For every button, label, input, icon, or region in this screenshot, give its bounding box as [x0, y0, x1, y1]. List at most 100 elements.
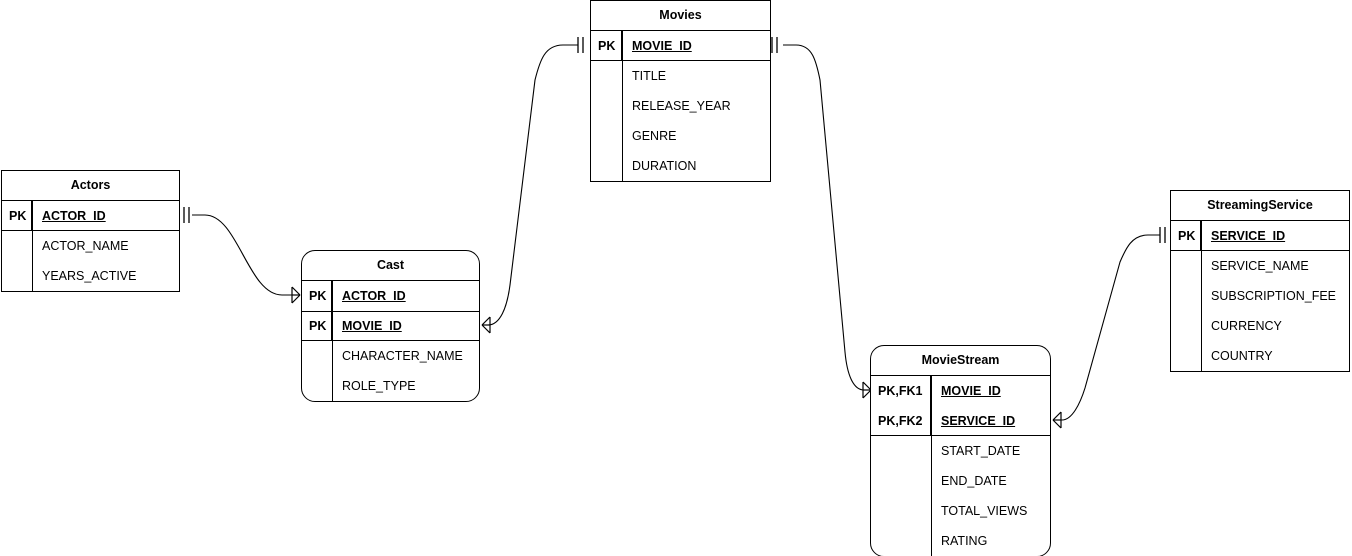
attribute-name: END_DATE [941, 474, 1007, 488]
table-row[interactable]: YEARS_ACTIVE [2, 261, 179, 291]
key-flag [1171, 281, 1201, 311]
attribute-name: SERVICE_ID [1211, 228, 1286, 243]
key-flag [591, 151, 622, 181]
key-flag: PK [1171, 221, 1201, 250]
attribute-name: ACTOR_NAME [42, 239, 129, 253]
attribute-name: GENRE [632, 129, 677, 143]
attribute-name: CHARACTER_NAME [342, 349, 463, 363]
table-row[interactable]: SUBSCRIPTION_FEE [1171, 281, 1349, 311]
key-flag [2, 231, 32, 261]
attribute-name: TOTAL_VIEWS [941, 504, 1028, 518]
column-divider [1201, 221, 1202, 371]
cardinality-many-moviestream-service [1052, 411, 1062, 429]
key-flag [1171, 311, 1201, 341]
table-row[interactable]: TOTAL_VIEWS [871, 496, 1050, 526]
key-flag: PK,FK2 [871, 406, 931, 435]
entity-rows-moviestream: PK,FK1 MOVIE_ID PK,FK2 SERVICE_ID START_… [871, 376, 1050, 556]
entity-cast[interactable]: Cast PK ACTOR_ID PK MOVIE_ID CHARACTER_N… [301, 250, 480, 402]
attribute-name: SERVICE_ID [941, 413, 1016, 428]
attribute-name: MOVIE_ID [941, 384, 1001, 398]
entity-rows-actors: PK ACTOR_ID ACTOR_NAME YEARS_ACTIVE [2, 201, 179, 291]
entity-streamingservice[interactable]: StreamingService PK SERVICE_ID SERVICE_N… [1170, 190, 1350, 372]
attribute-name: SERVICE_NAME [1211, 259, 1309, 273]
connector-streamingservice-moviestream [1055, 234, 1160, 421]
table-row[interactable]: GENRE [591, 121, 770, 151]
key-flag [302, 341, 332, 371]
attribute-name: MOVIE_ID [632, 38, 692, 53]
key-flag: PK,FK1 [871, 376, 931, 406]
cardinality-many-cast-movie [481, 316, 491, 334]
table-row[interactable]: RATING [871, 526, 1050, 556]
attribute-name: RATING [941, 534, 988, 548]
attribute-name: MOVIE_ID [342, 319, 402, 333]
entity-title-actors: Actors [2, 171, 179, 201]
table-row[interactable]: START_DATE [871, 436, 1050, 466]
cardinality-one-movies-left [577, 37, 584, 53]
attribute-name: RELEASE_YEAR [632, 99, 731, 113]
connector-movies-moviestream [783, 44, 869, 391]
key-flag [591, 91, 622, 121]
connector-movies-cast [483, 44, 578, 326]
column-divider [32, 201, 33, 291]
attribute-name: SUBSCRIPTION_FEE [1211, 289, 1337, 303]
key-flag [591, 61, 622, 91]
table-row[interactable]: END_DATE [871, 466, 1050, 496]
column-divider [332, 281, 333, 401]
key-flag [302, 371, 332, 401]
connector-actors-cast [192, 214, 292, 296]
key-flag [2, 261, 32, 291]
entity-rows-streamingservice: PK SERVICE_ID SERVICE_NAME SUBSCRIPTION_… [1171, 221, 1349, 371]
key-flag: PK [2, 201, 32, 230]
entity-actors[interactable]: Actors PK ACTOR_ID ACTOR_NAME YEARS_ACTI… [1, 170, 180, 292]
attribute-name: ACTOR_ID [342, 289, 406, 303]
key-flag [871, 436, 931, 466]
table-row[interactable]: PK SERVICE_ID [1171, 221, 1349, 251]
table-row[interactable]: PK ACTOR_ID [2, 201, 179, 231]
table-row[interactable]: PK,FK1 MOVIE_ID [871, 376, 1050, 406]
attribute-name: CURRENCY [1211, 319, 1282, 333]
key-flag [1171, 341, 1201, 371]
cardinality-many-cast-actor [291, 286, 301, 304]
table-row[interactable]: SERVICE_NAME [1171, 251, 1349, 281]
table-row[interactable]: CHARACTER_NAME [302, 341, 479, 371]
entity-title-streamingservice: StreamingService [1171, 191, 1349, 221]
attribute-name: DURATION [632, 159, 697, 173]
table-row[interactable]: CURRENCY [1171, 311, 1349, 341]
attribute-name: TITLE [632, 69, 667, 83]
table-row[interactable]: PK MOVIE_ID [591, 31, 770, 61]
entity-title-cast: Cast [302, 251, 479, 281]
entity-rows-movies: PK MOVIE_ID TITLE RELEASE_YEAR GENRE DUR… [591, 31, 770, 181]
table-row[interactable]: ACTOR_NAME [2, 231, 179, 261]
table-row[interactable]: ROLE_TYPE [302, 371, 479, 401]
key-flag: PK [302, 281, 332, 311]
attribute-name: ROLE_TYPE [342, 379, 416, 393]
key-flag [871, 466, 931, 496]
column-divider [622, 31, 623, 181]
key-flag [1171, 251, 1201, 281]
table-row[interactable]: TITLE [591, 61, 770, 91]
cardinality-one-streamingservice [1159, 227, 1166, 243]
table-row[interactable]: COUNTRY [1171, 341, 1349, 371]
table-row[interactable]: DURATION [591, 151, 770, 181]
entity-moviestream[interactable]: MovieStream PK,FK1 MOVIE_ID PK,FK2 SERVI… [870, 345, 1051, 556]
key-flag [591, 121, 622, 151]
attribute-name: COUNTRY [1211, 349, 1273, 363]
attribute-name: ACTOR_ID [42, 208, 106, 223]
key-flag: PK [302, 312, 332, 340]
cardinality-one-actors [183, 207, 190, 223]
column-divider [931, 376, 932, 556]
key-flag [871, 526, 931, 556]
key-flag [871, 496, 931, 526]
table-row[interactable]: PK MOVIE_ID [302, 311, 479, 341]
cardinality-one-movies-right [771, 37, 778, 53]
entity-title-moviestream: MovieStream [871, 346, 1050, 376]
table-row[interactable]: RELEASE_YEAR [591, 91, 770, 121]
table-row[interactable]: PK ACTOR_ID [302, 281, 479, 311]
attribute-name: YEARS_ACTIVE [42, 269, 137, 283]
key-flag: PK [591, 31, 622, 60]
entity-movies[interactable]: Movies PK MOVIE_ID TITLE RELEASE_YEAR GE… [590, 0, 771, 182]
table-row[interactable]: PK,FK2 SERVICE_ID [871, 406, 1050, 436]
attribute-name: START_DATE [941, 444, 1021, 458]
entity-title-movies: Movies [591, 1, 770, 31]
